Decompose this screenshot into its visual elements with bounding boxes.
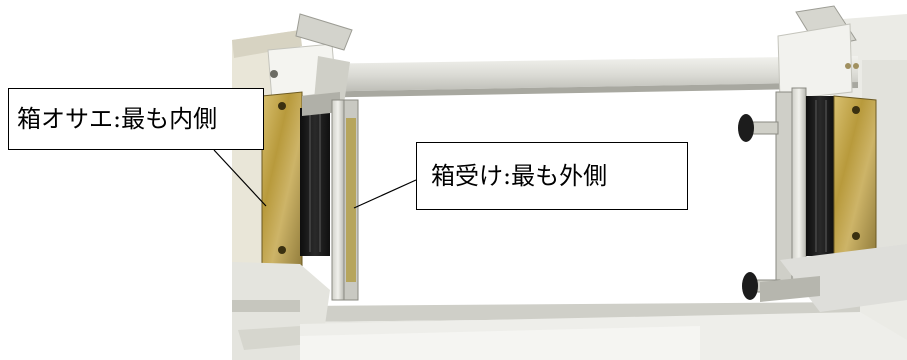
- callout-box-receiver-text: 箱受け:最も外側: [431, 162, 608, 190]
- top-right-bracket: [777, 5, 859, 101]
- callout-box-holder-text: 箱オサエ:最も内側: [17, 105, 218, 133]
- left-holder-assembly: [261, 91, 340, 273]
- callout-box-receiver-outermost: 箱受け:最も外側: [416, 142, 688, 210]
- left-receiver-rail: [331, 99, 359, 301]
- bottom-housings: [232, 244, 907, 360]
- right-holder-assembly: [775, 87, 877, 289]
- callout-left-leader: [213, 149, 267, 207]
- top-crossbar: [300, 56, 858, 98]
- callout-box-holder-innermost: 箱オサエ:最も内側: [8, 88, 264, 150]
- callout-right-leader: [353, 179, 417, 209]
- top-left-bracket: [267, 13, 353, 104]
